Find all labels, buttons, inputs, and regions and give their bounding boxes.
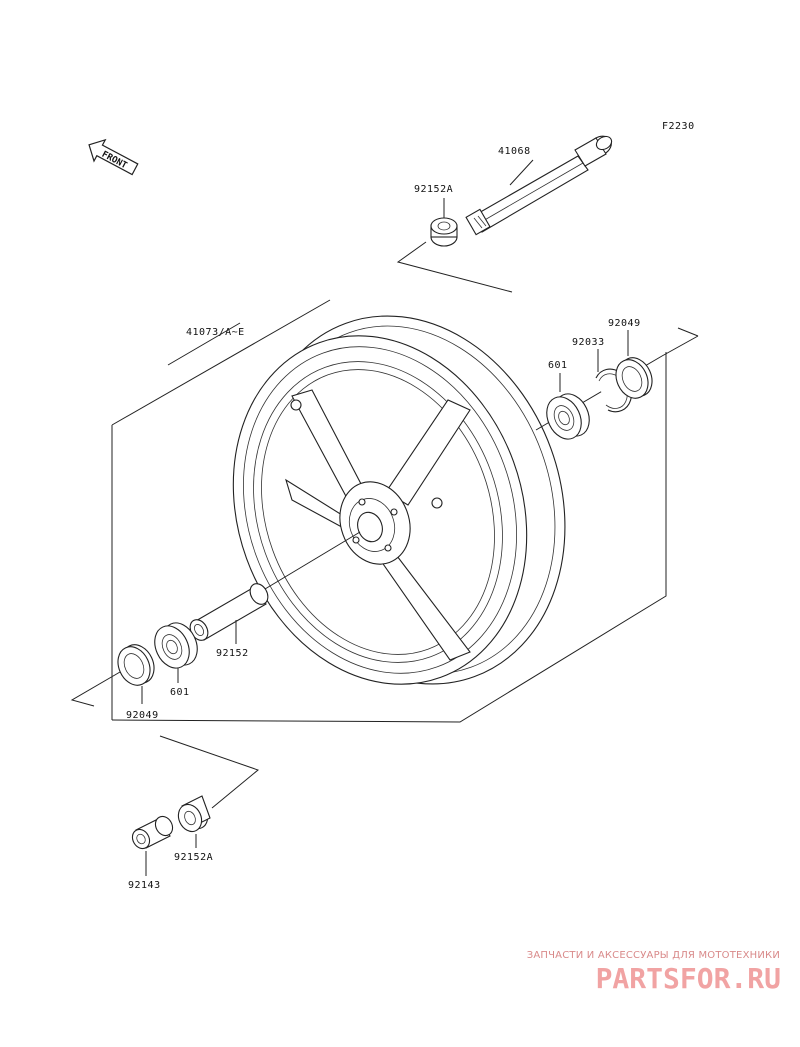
label-collar-bottom: 92152A [174, 852, 213, 863]
axle-part [465, 135, 613, 236]
label-wheel: 41073/A~E [186, 327, 245, 338]
watermark-logo: PARTSFOR.RU [595, 962, 781, 995]
label-collar-top: 92152A [414, 184, 453, 195]
spacer-part [189, 583, 269, 641]
wheel-part [232, 315, 566, 685]
label-collar-small: 92143 [128, 880, 161, 891]
label-axle: 41068 [498, 146, 531, 157]
collar-small-part [131, 815, 174, 850]
collar-top-part [430, 217, 458, 247]
bearing-left-part [154, 622, 198, 669]
collar-bottom-part [177, 795, 211, 833]
bearing-right-part [546, 393, 590, 440]
label-bearing-right: 601 [548, 360, 568, 371]
label-circlip: 92033 [572, 337, 605, 348]
label-spacer: 92152 [216, 648, 249, 659]
oil-seal-left-part [117, 644, 155, 686]
diagram-code: F2230 [662, 121, 695, 132]
label-oil-seal-right: 92049 [608, 318, 641, 329]
oil-seal-right-part [615, 357, 653, 399]
label-oil-seal-left: 92049 [126, 710, 159, 721]
watermark-tagline: ЗАПЧАСТИ И АКСЕССУАРЫ ДЛЯ МОТОТЕХНИКИ [526, 950, 780, 961]
label-bearing-left: 601 [170, 687, 190, 698]
front-arrow-icon: FRONT [88, 138, 139, 176]
